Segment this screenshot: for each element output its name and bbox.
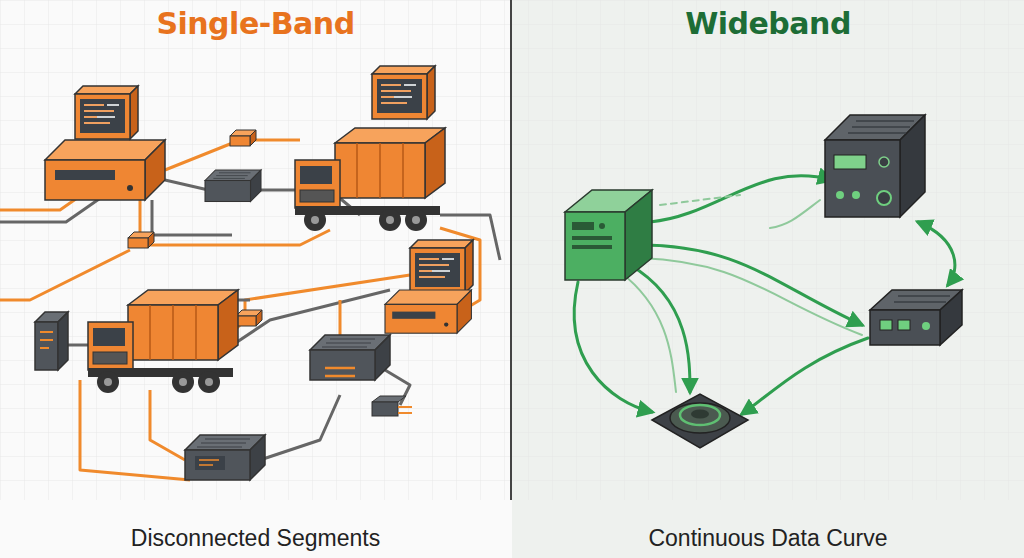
panel: Single-BandDisconnected Segments bbox=[0, 0, 511, 558]
panel-caption: Continuous Data Curve bbox=[648, 525, 887, 552]
panel-heading: Single-Band bbox=[156, 6, 354, 41]
panel-caption: Disconnected Segments bbox=[131, 525, 380, 552]
wideband-devices bbox=[565, 115, 962, 448]
panel: WidebandContinuous Data Curve bbox=[512, 0, 1024, 558]
single-band-devices bbox=[35, 66, 473, 480]
panel-heading: Wideband bbox=[685, 6, 851, 41]
